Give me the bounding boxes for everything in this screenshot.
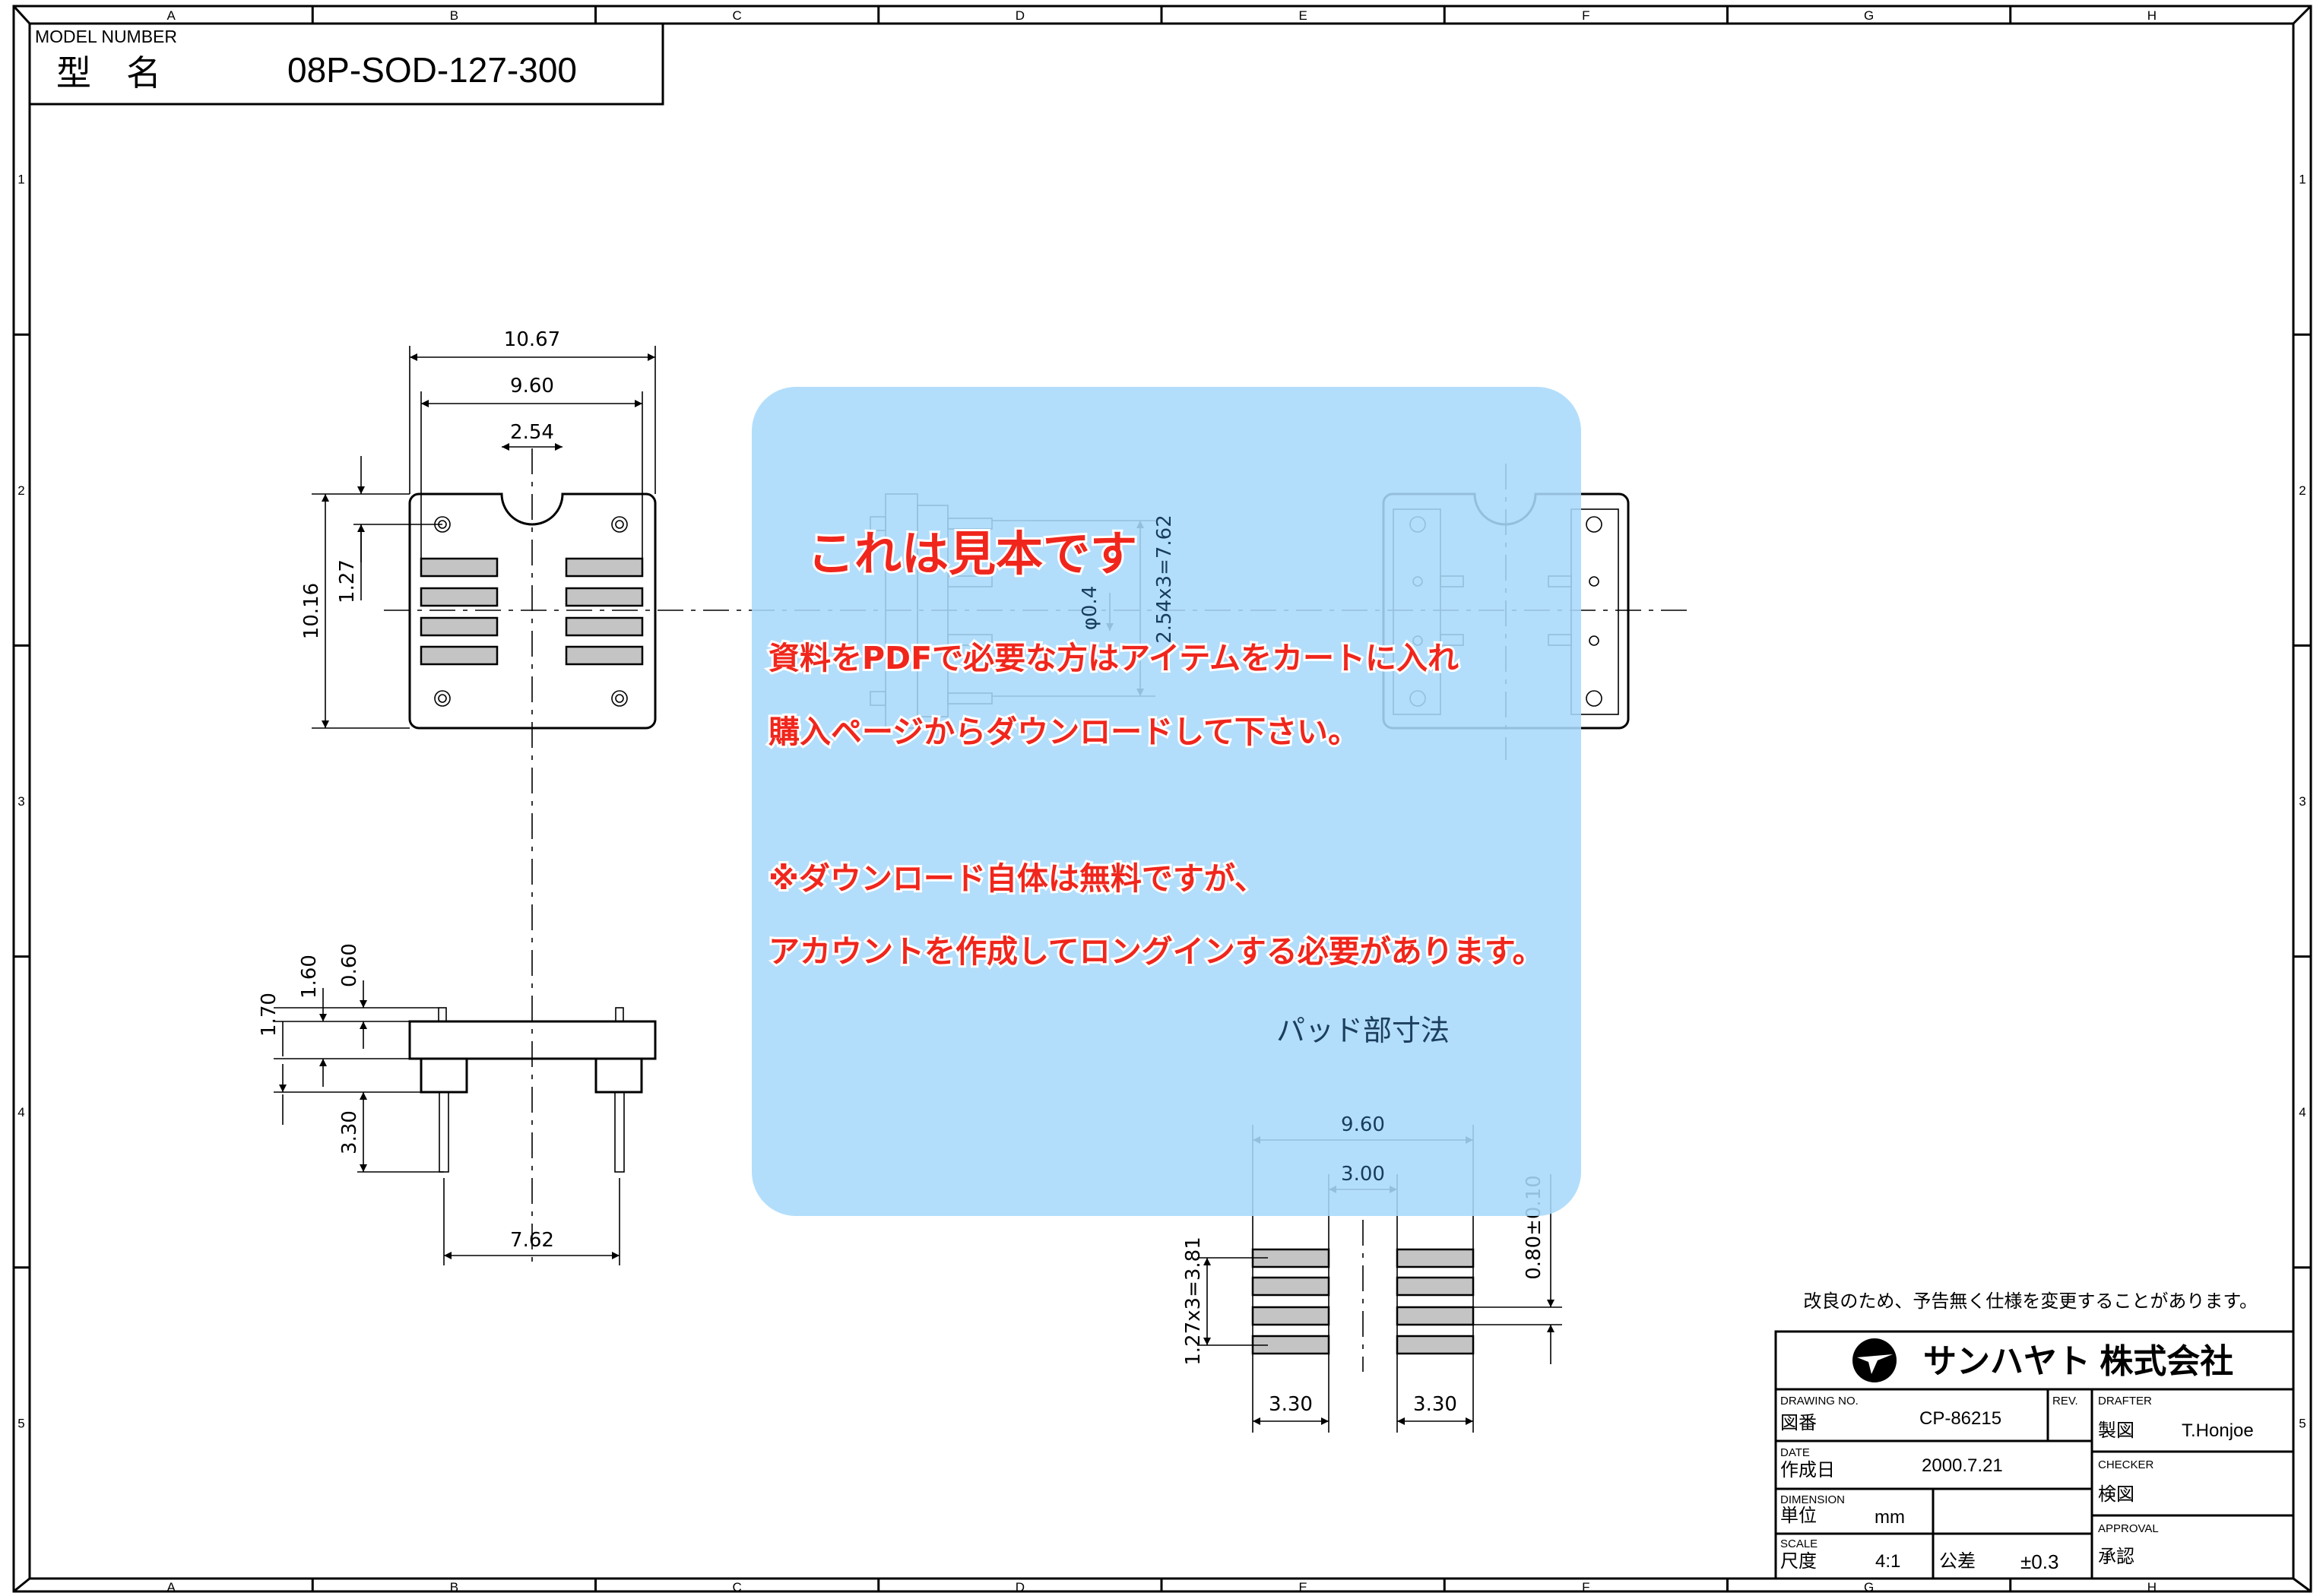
dim-pad-length-left: 3.30 [1269, 1393, 1313, 1416]
sample-line-4: アカウントを作成してロングインする必要があります。 [769, 933, 1544, 970]
drafter: T.Honjoe [2182, 1420, 2254, 1441]
change-notice: 改良のため、予告無く仕様を変更することがあります。 [1803, 1291, 2258, 1312]
drawing-no-label-jp: 図番 [1780, 1413, 1817, 1433]
zone-row-label: 5 [2299, 1416, 2306, 1430]
sample-overlay [752, 387, 1581, 1216]
dim-0-60: 0.60 [338, 943, 361, 987]
dim-1-70: 1.70 [258, 993, 280, 1037]
zone-column-label: G [1864, 8, 1874, 23]
zone-column-label: D [1016, 1580, 1025, 1594]
date-label-jp: 作成日 [1780, 1460, 1835, 1480]
zone-row-label: 2 [2299, 483, 2306, 498]
zone-row-label: 5 [17, 1416, 24, 1430]
zone-column-label: D [1016, 8, 1025, 23]
zone-row-label: 4 [2299, 1105, 2306, 1119]
zone-column-label: E [1298, 8, 1307, 23]
pad-dimensions-title: パッド部寸法 [1276, 1014, 1450, 1047]
zone-row-label: 3 [2299, 794, 2306, 809]
sample-line-2: 購入ページからダウンロードして下さい。 [769, 714, 1359, 750]
tolerance: ±0.3 [2020, 1550, 2058, 1573]
company-name: サンハヤト 株式会社 [1923, 1343, 2233, 1380]
dim-overall-width: 10.67 [504, 328, 560, 351]
sample-line-3: ※ダウンロード自体は無料ですが、 [769, 860, 1266, 897]
dim-pad-gap: 3.00 [1341, 1163, 1385, 1186]
dimension-label-en: DIMENSION [1780, 1493, 1845, 1506]
top-view: 10.67 9.60 2.54 10.16 1.27 [300, 328, 657, 730]
pad-footprint-left [1251, 1248, 1330, 1355]
drafter-label-en: DRAFTER [2098, 1395, 2152, 1408]
dim-pitch-total: 2.54x3=7.62 [1153, 515, 1176, 644]
zone-column-label: C [732, 8, 741, 23]
pad-footprint-right [1396, 1248, 1475, 1355]
dim-pin-dia: φ0.4 [1079, 586, 1101, 631]
sample-headline: これは見本です [807, 526, 1137, 581]
zone-row-label: 4 [17, 1105, 24, 1119]
zone-column-label: B [450, 8, 458, 23]
zone-column-label: E [1298, 1580, 1307, 1594]
model-number: 08P-SOD-127-300 [287, 50, 577, 90]
sheet-border [12, 5, 2312, 1593]
model-number-box: MODEL NUMBER 型 名 08P-SOD-127-300 [28, 22, 664, 106]
checker-label-jp: 検図 [2098, 1484, 2134, 1505]
zone-column-label: H [2147, 1580, 2157, 1594]
zone-row-label: 3 [17, 794, 24, 809]
checker-label-en: CHECKER [2098, 1458, 2154, 1471]
title-block: サンハヤト 株式会社 DRAWING NO. 図番 CP-86215 REV. … [1774, 1330, 2295, 1580]
tolerance-label: 公差 [1939, 1551, 1976, 1572]
zone-column-label: H [2147, 8, 2157, 23]
rev-label: REV. [2052, 1395, 2078, 1408]
approval-label-jp: 承認 [2098, 1547, 2134, 1567]
date-label-en: DATE [1780, 1446, 1810, 1459]
approval-label-en: APPROVAL [2098, 1522, 2159, 1535]
mounting-holes [434, 516, 628, 707]
zone-column-label: F [1582, 8, 1589, 23]
dim-pad-span: 9.60 [1341, 1113, 1385, 1136]
drawing-no-label-en: DRAWING NO. [1780, 1395, 1859, 1408]
dim-pad-length-right: 3.30 [1413, 1393, 1457, 1416]
zone-column-label: B [450, 1580, 458, 1594]
dimension-unit: mm [1875, 1507, 1905, 1528]
dim-pitch: 1.27 [336, 559, 359, 603]
dimension-label-jp: 単位 [1780, 1506, 1817, 1526]
dim-row-spacing: 7.62 [510, 1229, 554, 1252]
drafter-label-jp: 製図 [2098, 1420, 2134, 1441]
zone-column-label: A [166, 1580, 176, 1594]
zone-row-label: 1 [17, 173, 24, 187]
side-view: 7.62 0.60 1.60 1.70 3.30 [258, 943, 657, 1265]
zone-column-label: C [732, 1580, 741, 1594]
model-label-jp: 型 名 [56, 53, 161, 93]
dim-height: 10.16 [300, 583, 323, 639]
pads-left [420, 557, 499, 666]
sample-line-1: 資料をPDFで必要な方はアイテムをカートに入れ [769, 640, 1459, 676]
dim-1-60: 1.60 [298, 955, 321, 999]
drawing-no: CP-86215 [1919, 1408, 2001, 1429]
dim-pad-pitch: 1.27x3=3.81 [1182, 1237, 1205, 1366]
pads-right [565, 557, 644, 666]
dim-notch: 2.54 [510, 421, 554, 444]
overlay-visible-dims: φ0.4 2.54x3=7.62 9.60 3.00 [1079, 515, 1385, 1186]
company-logo [1852, 1338, 1897, 1382]
zone-labels: A A B B C C D D E E F F G G H H 1 1 2 2 3 3 4 4 5 5 [17, 8, 2306, 1594]
scale: 4:1 [1875, 1551, 1900, 1572]
zone-column-label: F [1582, 1580, 1589, 1594]
scale-label-jp: 尺度 [1780, 1551, 1817, 1572]
zone-column-label: A [166, 8, 176, 23]
zone-row-label: 2 [17, 483, 24, 498]
dim-pad-span-top: 9.60 [510, 375, 554, 397]
scale-label-en: SCALE [1780, 1537, 1818, 1550]
zone-column-label: G [1864, 1580, 1874, 1594]
model-label-en: MODEL NUMBER [35, 27, 177, 46]
sample-overlay-text: パッド部寸法 これは見本です 資料をPDFで必要な方はアイテムをカートに入れ 購… [766, 524, 1546, 1047]
zone-row-label: 1 [2299, 173, 2306, 187]
date: 2000.7.21 [1922, 1455, 2003, 1476]
dim-pin-length: 3.30 [338, 1110, 361, 1154]
